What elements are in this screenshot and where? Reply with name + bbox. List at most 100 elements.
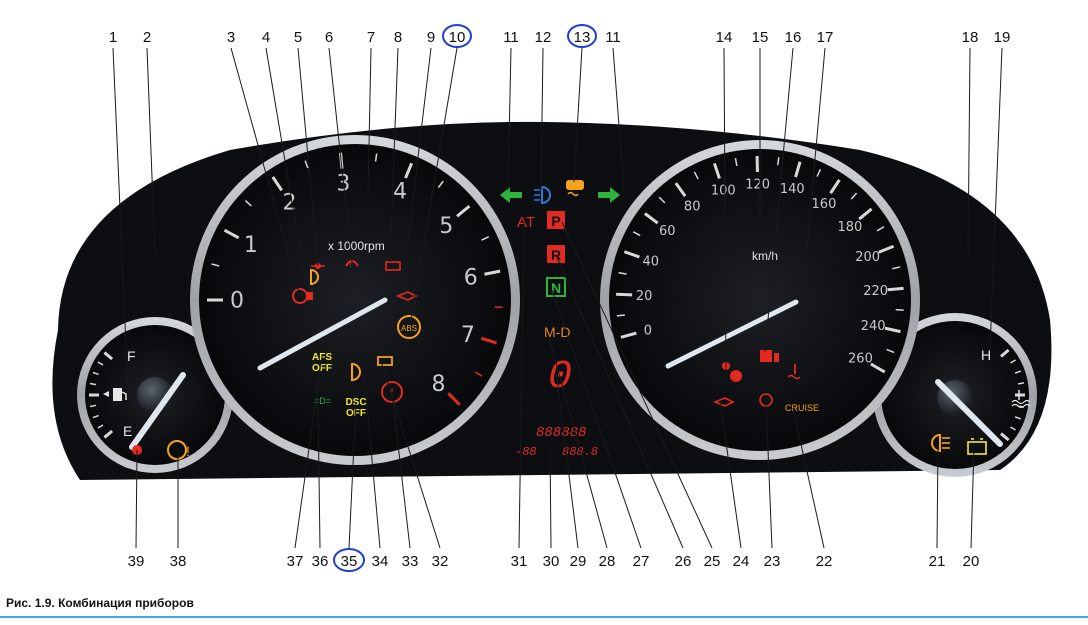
callout-label-top: 3 <box>227 29 235 46</box>
cruise-indicator: CRUISE <box>785 403 819 413</box>
fuel-pump-icon <box>103 388 127 401</box>
speed-tick <box>620 331 637 339</box>
callout-label-bottom: 20 <box>963 553 980 570</box>
speed-tick <box>878 244 895 254</box>
coolant-icon <box>1011 390 1031 409</box>
callout-label-bottom: 30 <box>543 553 560 570</box>
speed-tick-label: 20 <box>636 289 653 304</box>
speed-tick-label: 220 <box>863 284 888 299</box>
callout-label-bottom: 38 <box>170 553 187 570</box>
tach-tick-label: 1 <box>244 233 258 258</box>
turn-right-icon <box>598 187 620 203</box>
callout-label-top: 17 <box>817 29 834 46</box>
speed-tick <box>886 348 895 354</box>
traction-control-icon <box>566 180 584 197</box>
callout-circle <box>567 24 597 48</box>
callout-label-bottom: 33 <box>402 553 419 570</box>
callout-label-top: 2 <box>143 29 151 46</box>
callout-label-bottom: 25 <box>704 553 721 570</box>
callout-leader <box>795 47 826 371</box>
callout-label-top: 4 <box>262 29 270 46</box>
callout-label-bottom: 36 <box>312 553 329 570</box>
callout-leader <box>146 47 156 256</box>
callout-leader <box>792 407 825 549</box>
callout-leader <box>389 47 399 263</box>
callout-leader <box>294 355 323 549</box>
tach-tick <box>437 180 444 188</box>
speed-tick <box>892 266 901 270</box>
speed-tick <box>870 362 886 374</box>
temp-ticks <box>999 348 1025 442</box>
tach-tick <box>404 162 414 179</box>
temp-tick <box>1014 370 1022 374</box>
callout-label-top: 19 <box>994 29 1011 46</box>
callout-label-top: 13 <box>574 29 591 46</box>
fuel-tick <box>97 424 104 429</box>
speed-tick-label: 80 <box>684 199 701 214</box>
manual-drive-indicator: M-D <box>544 324 570 340</box>
speed-tick <box>850 192 858 200</box>
speed-tick <box>712 162 721 180</box>
speed-tick-label: 120 <box>745 178 770 193</box>
callout-leader <box>970 445 975 549</box>
callout-label-top: 9 <box>427 29 435 46</box>
brake-warning-icon <box>292 288 313 304</box>
tach-tick <box>484 269 501 276</box>
temp-tick <box>999 348 1010 358</box>
callout-label-top: 6 <box>325 29 333 46</box>
low-oil-icon <box>712 397 735 407</box>
callout-label-bottom: 23 <box>764 553 781 570</box>
callout-leader <box>328 47 353 263</box>
fuel-low-icon <box>760 350 779 362</box>
callout-label-bottom: 34 <box>372 553 389 570</box>
callout-label-bottom: 27 <box>633 553 650 570</box>
callout-circle <box>333 548 365 572</box>
speed-tick <box>616 292 633 297</box>
callout-leader <box>561 221 713 549</box>
speed-tick-label: 160 <box>812 197 837 212</box>
gear-r-indicator: R <box>547 245 565 263</box>
tach-tick <box>244 200 252 207</box>
tach-needle <box>257 297 388 371</box>
callout-label-bottom: 31 <box>511 553 528 570</box>
speed-tick-label: 240 <box>861 319 886 334</box>
speed-tick-label: 260 <box>848 352 873 367</box>
coolant-warning-icon <box>787 364 801 380</box>
fuel-tick <box>89 382 97 386</box>
callout-label-top: 5 <box>294 29 302 46</box>
temp-tick <box>1017 382 1025 385</box>
fuel-tick <box>103 351 114 361</box>
outside-temp-display: -88 <box>515 445 537 459</box>
speed-tick <box>895 308 904 311</box>
speed-tick <box>829 179 841 195</box>
speed-tick <box>658 196 666 204</box>
callout-leader <box>573 47 583 183</box>
tach-tick-label: 2 <box>282 191 296 216</box>
tach-tick <box>447 392 461 406</box>
temp-tick <box>1010 359 1016 364</box>
callout-label-top: 14 <box>716 29 733 46</box>
fuel-label-full: F <box>127 348 136 364</box>
speed-tick-label: 140 <box>780 182 805 197</box>
gear-p-indicator: P <box>547 211 565 229</box>
callout-circle-marks <box>333 24 597 572</box>
callout-label-top: 16 <box>785 29 802 46</box>
callout-leader <box>518 221 525 549</box>
tach-unit-label: x 1000rpm <box>328 239 385 253</box>
callout-leader <box>936 445 939 549</box>
callout-leader <box>265 47 306 281</box>
speed-tick-label: 40 <box>642 255 659 270</box>
callout-leader <box>967 47 971 259</box>
callout-leader <box>551 289 642 549</box>
speed-tick <box>632 231 641 237</box>
tach-tick <box>304 160 309 169</box>
speed-tick <box>623 250 640 259</box>
speed-tick-label: 180 <box>837 220 862 235</box>
tach-tick-label: 6 <box>464 266 478 291</box>
callout-label-top: 10 <box>449 29 466 46</box>
speed-tick <box>643 212 659 225</box>
speed-needle <box>665 299 799 369</box>
